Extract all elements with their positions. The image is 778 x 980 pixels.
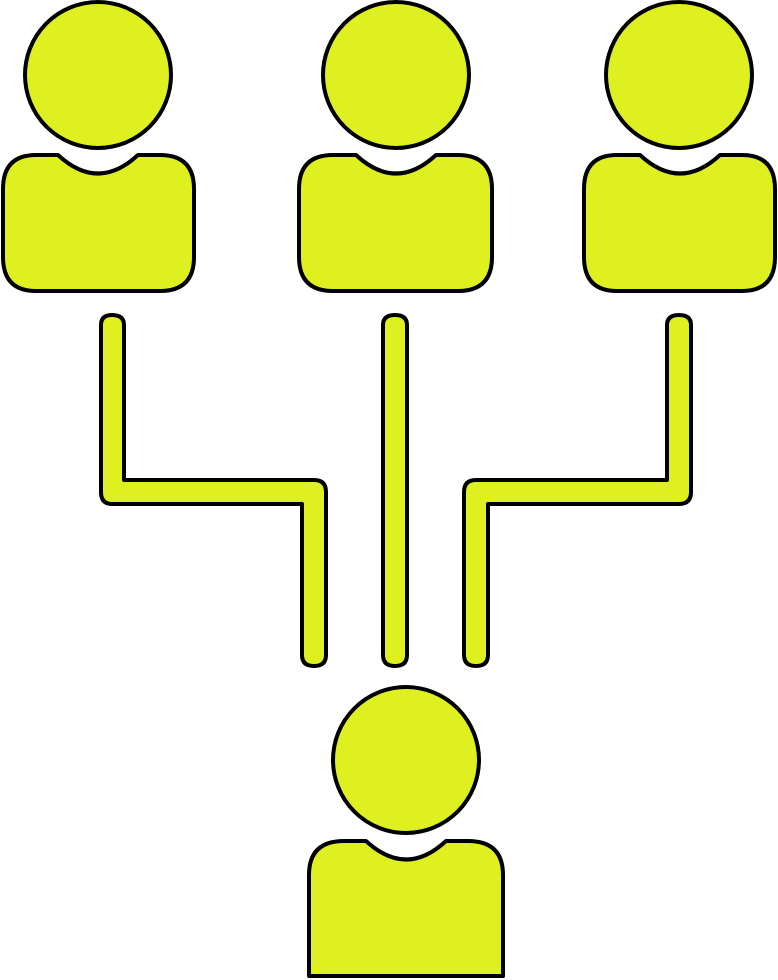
person-top-center-icon xyxy=(297,0,494,293)
connector-center xyxy=(381,313,409,668)
person-bottom-icon xyxy=(307,685,505,978)
person-top-left-icon xyxy=(1,0,196,293)
connector-right xyxy=(462,313,693,668)
connector-left xyxy=(99,313,328,668)
person-top-right-icon xyxy=(582,0,777,293)
